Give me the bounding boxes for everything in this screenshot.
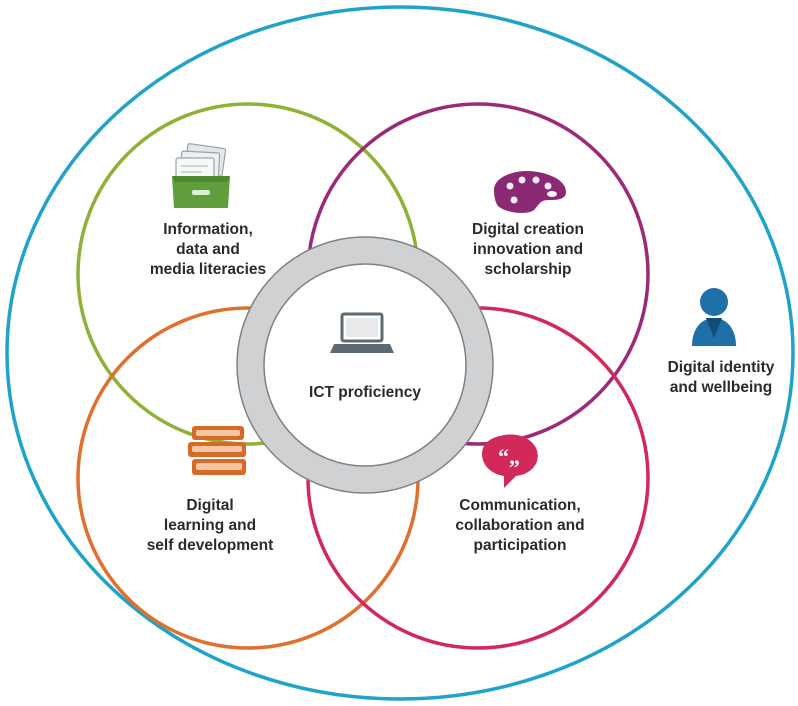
file-cards-icon	[172, 143, 230, 208]
person-icon	[692, 288, 736, 346]
laptop-icon	[330, 312, 394, 353]
label-communication: Communication, collaboration and partici…	[455, 497, 585, 554]
core-inner-circle	[263, 263, 467, 467]
label-information: Information, data and media literacies	[149, 221, 267, 278]
label-learning: Digital learning and self development	[146, 497, 274, 554]
label-identity: Digital identity and wellbeing	[667, 359, 775, 396]
books-icon	[188, 426, 246, 475]
outer-circle-identity	[5, 5, 795, 701]
label-core: ICT proficiency	[309, 384, 421, 401]
palette-icon	[494, 170, 566, 213]
label-creation: Digital creation innovation and scholars…	[472, 221, 584, 278]
svg-text:“„: “„	[498, 444, 520, 469]
speech-bubble-icon: “„	[482, 434, 538, 488]
